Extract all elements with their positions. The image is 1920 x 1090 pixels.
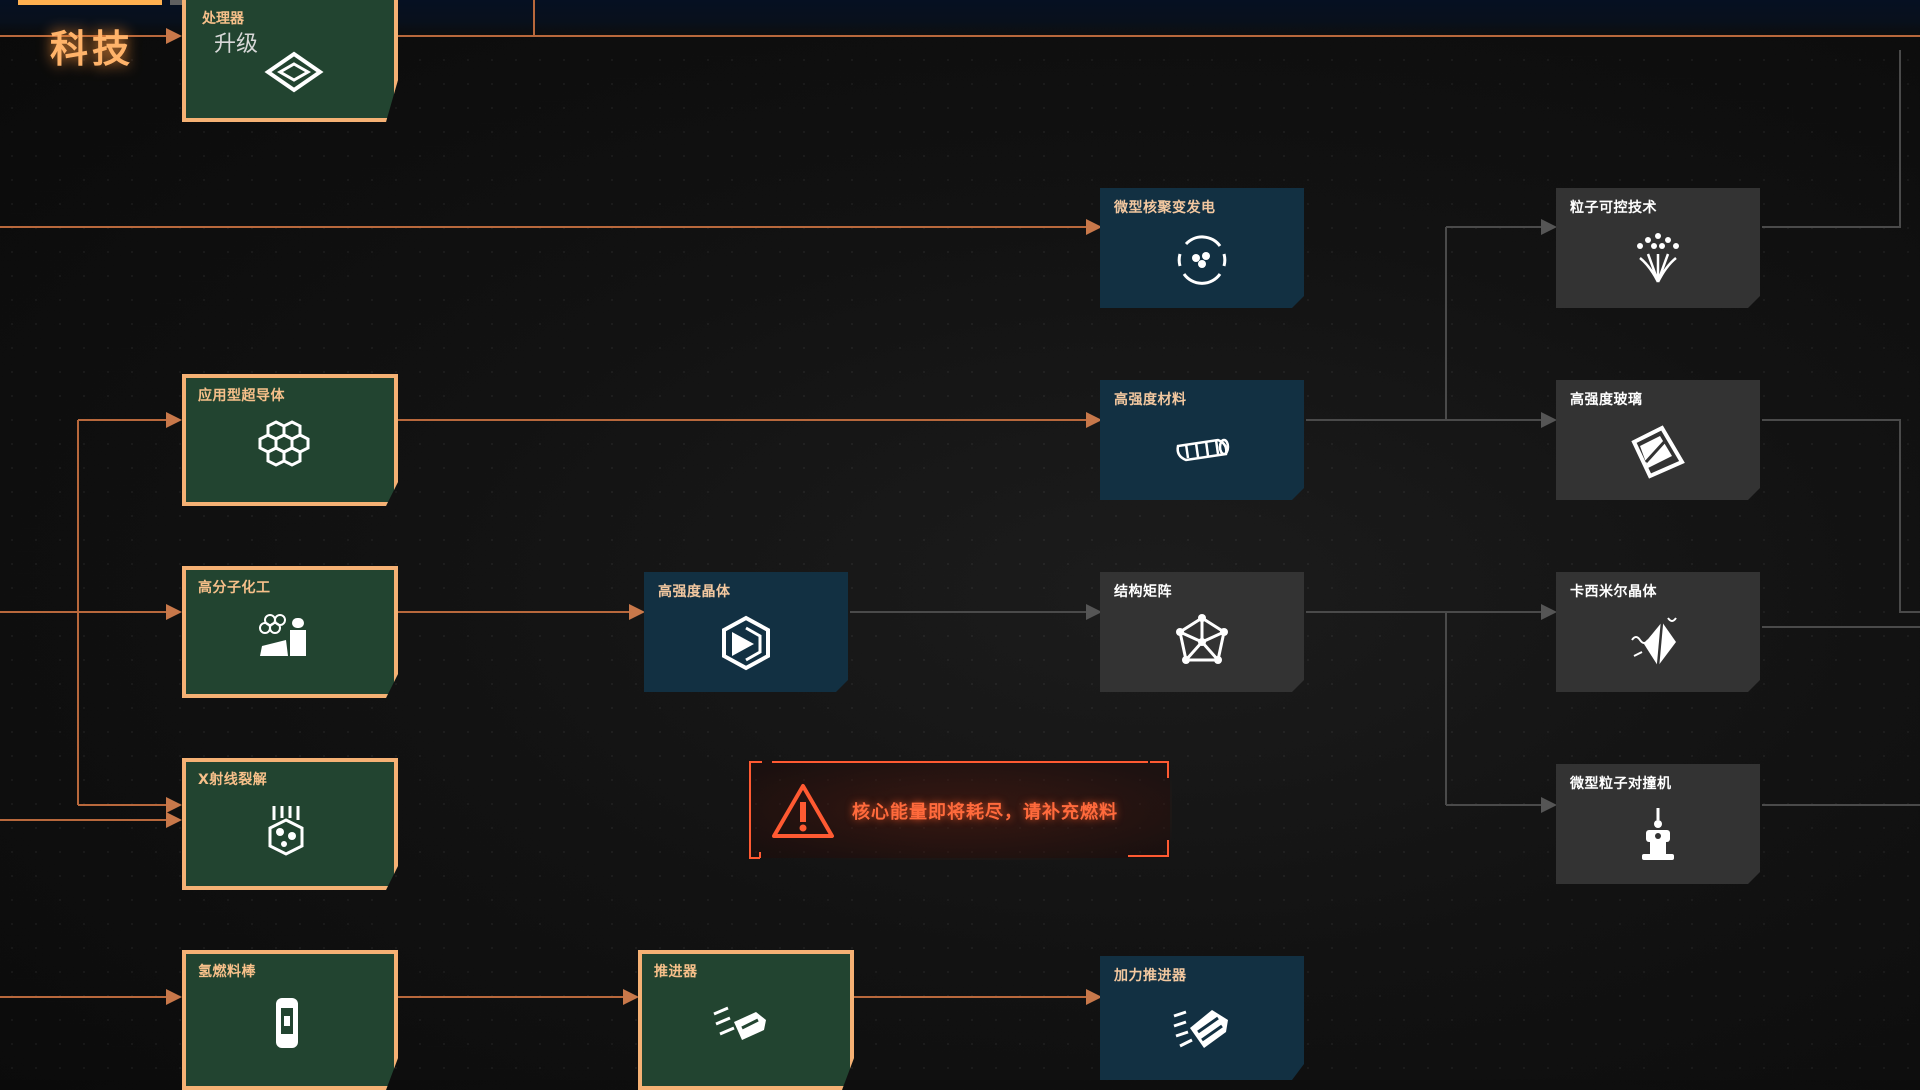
tech-node-label: 高强度玻璃 (1570, 392, 1643, 408)
title-accent-bar (18, 0, 162, 5)
nanotube-icon (1172, 422, 1232, 482)
tech-node-structure-matrix[interactable]: 结构矩阵 (1100, 572, 1304, 692)
xray-cracking-icon (256, 802, 316, 862)
tech-node-label: 高分子化工 (198, 580, 271, 596)
tech-node-superconductor[interactable]: 应用型超导体 (182, 374, 398, 506)
tech-node-label: 高强度晶体 (658, 584, 731, 600)
tech-node-thruster[interactable]: 推进器 (638, 950, 854, 1090)
upgrade-label: 升级 (214, 32, 259, 57)
page-title: 科技 (50, 27, 135, 71)
processor-category-label: 处理器 (202, 11, 244, 27)
fuel-rod-icon (256, 994, 316, 1054)
low-energy-warning: 核心能量即将耗尽，请补充燃料 (748, 760, 1172, 860)
tech-node-casimir-crystal[interactable]: 卡西米尔晶体 (1556, 572, 1760, 692)
upgrade-diamond-icon (264, 50, 324, 94)
glass-icon (1628, 422, 1688, 482)
processor-upgrade-node[interactable] (182, 0, 398, 122)
polymer-chemistry-icon (256, 610, 316, 670)
tech-node-label: 粒子可控技术 (1570, 200, 1657, 216)
tech-node-label: 推进器 (654, 964, 698, 980)
tech-node-fusion[interactable]: 微型核聚变发电 (1100, 188, 1304, 308)
tech-node-label: 氢燃料棒 (198, 964, 256, 980)
casimir-crystal-icon (1628, 614, 1688, 674)
fusion-icon (1172, 230, 1232, 290)
tech-node-label: 卡西米尔晶体 (1570, 584, 1657, 600)
collider-icon (1628, 806, 1688, 866)
structure-matrix-icon (1172, 614, 1232, 674)
tech-node-label: 高强度材料 (1114, 392, 1187, 408)
tech-node-label: X射线裂解 (198, 772, 268, 788)
warning-triangle-icon (772, 784, 834, 838)
tech-node-xray-cracking[interactable]: X射线裂解 (182, 758, 398, 890)
tech-node-particle-control[interactable]: 粒子可控技术 (1556, 188, 1760, 308)
crystal-icon (716, 614, 776, 674)
tech-node-glass[interactable]: 高强度玻璃 (1556, 380, 1760, 500)
tech-node-collider[interactable]: 微型粒子对撞机 (1556, 764, 1760, 884)
reinforced-thruster-icon (1172, 998, 1232, 1058)
tech-node-fuel-rod[interactable]: 氢燃料棒 (182, 950, 398, 1090)
tech-node-polymer[interactable]: 高分子化工 (182, 566, 398, 698)
warning-message: 核心能量即将耗尽，请补充燃料 (852, 802, 1118, 823)
tech-node-reinforced-thruster[interactable]: 加力推进器 (1100, 956, 1304, 1080)
tech-node-label: 微型核聚变发电 (1114, 200, 1216, 216)
thruster-icon (712, 994, 772, 1054)
tech-node-label: 微型粒子对撞机 (1570, 776, 1672, 792)
tech-node-crystal[interactable]: 高强度晶体 (644, 572, 848, 692)
tech-node-label: 结构矩阵 (1114, 584, 1172, 600)
tech-node-material[interactable]: 高强度材料 (1100, 380, 1304, 500)
tech-node-label: 加力推进器 (1114, 968, 1187, 984)
tech-node-label: 应用型超导体 (198, 388, 285, 404)
particle-control-icon (1628, 230, 1688, 290)
hexagon-lattice-icon (256, 418, 316, 478)
